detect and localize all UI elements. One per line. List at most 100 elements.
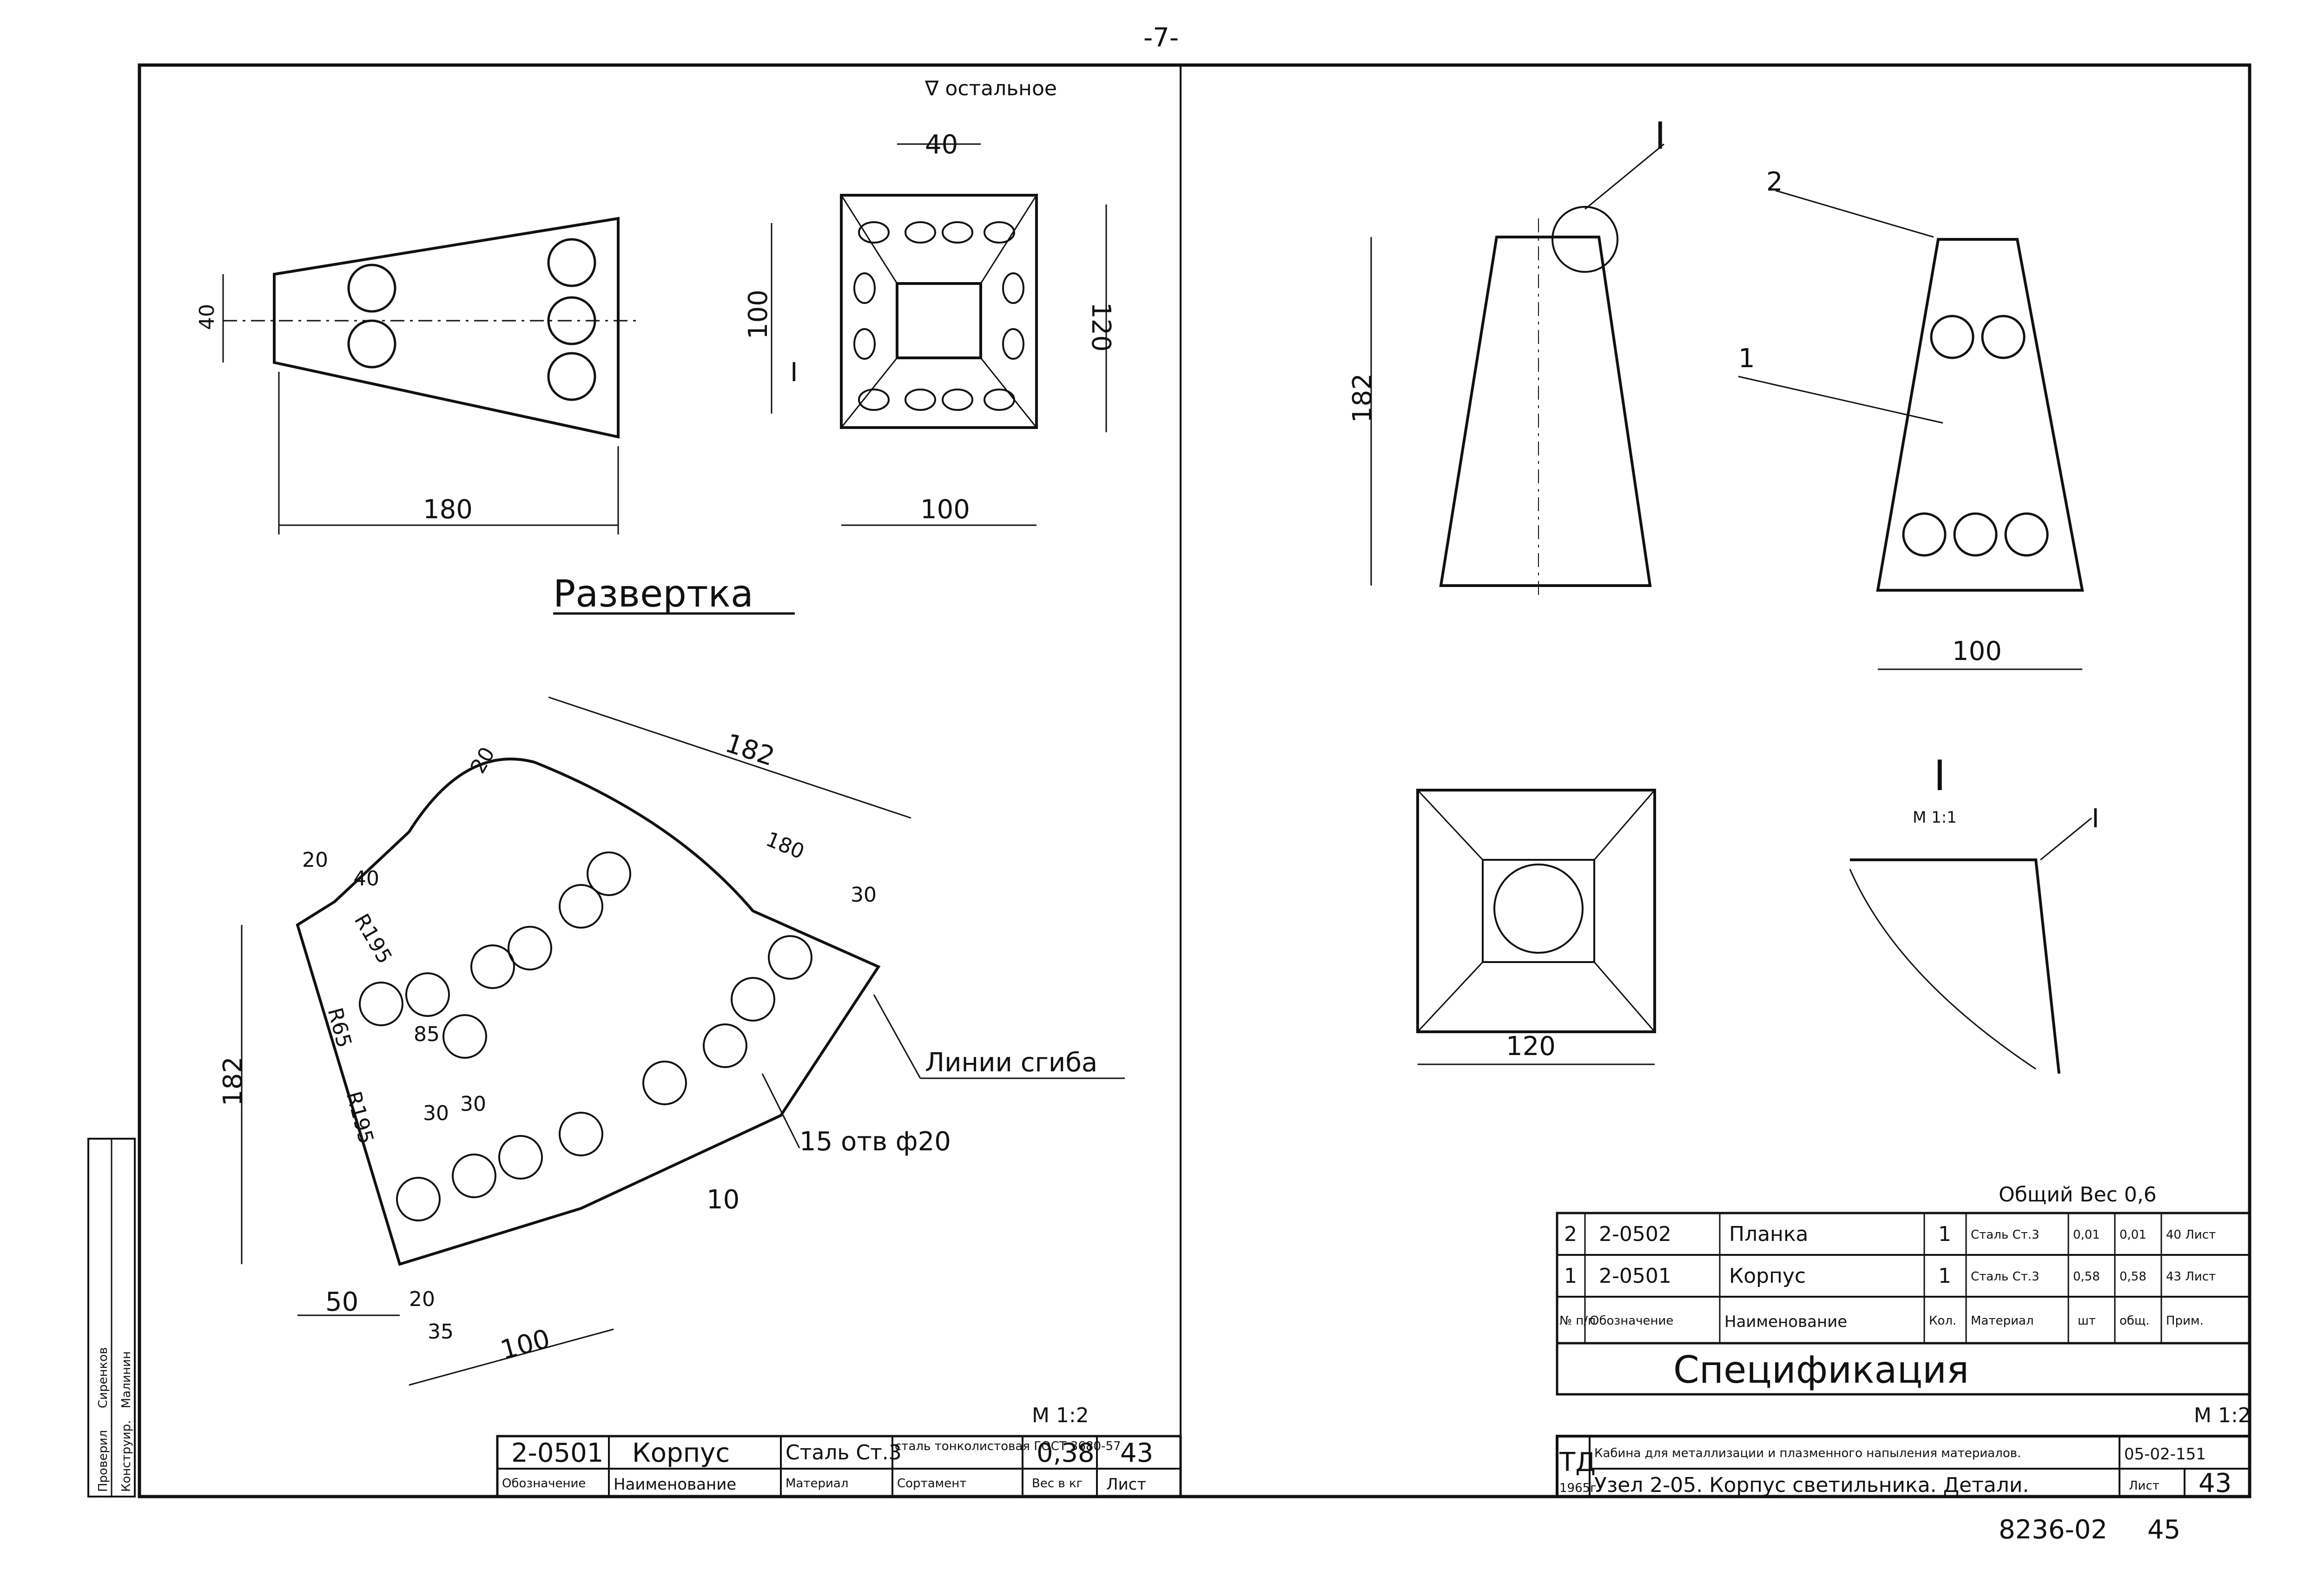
ltb-material: Сталь Ст.3 (786, 1441, 902, 1464)
ltb-h-sortament: Сортамент (897, 1477, 966, 1491)
stamp-row-2: Сиренков (96, 1347, 110, 1409)
spec-r1-qty: 1 (1938, 1222, 1951, 1246)
detail-mark: I (2092, 804, 2100, 834)
detail-title: I (1934, 752, 1946, 800)
flat-dim-100: 100 (497, 1324, 553, 1366)
flat-dim-20-bot: 20 (409, 1287, 435, 1311)
bend-lines-label: Линии сгиба (925, 1048, 1097, 1078)
spec-table: 2 2-0502 Планка 1 Сталь Ст.3 0,01 0,01 4… (1556, 1212, 2251, 1396)
detail-scale: М 1:1 (1913, 808, 1957, 827)
flat-dim-50: 50 (325, 1287, 358, 1317)
front-view: I 182 (1347, 114, 1666, 600)
ltb-h-code: Обозначение (502, 1477, 586, 1491)
surface-note: ∇ остальное (924, 77, 1057, 100)
right-side-dim-width: 100 (1952, 636, 2002, 666)
side-callout-2: 2 (1766, 167, 1783, 197)
bottom-number: 45 (2147, 1515, 2180, 1545)
side-dim-width: 180 (423, 495, 473, 525)
flat-dim-20-top: 20 (466, 743, 500, 778)
ltb-sortament: сталь тонколистовая ГОСТ 3680-57 (895, 1439, 1121, 1453)
rtb-title-2: Узел 2-05. Корпус светильника. Детали. (1594, 1473, 2029, 1497)
spec-r1-name: Планка (1729, 1222, 1808, 1246)
spec-h-n: № п/п (1559, 1314, 1596, 1328)
flat-dim-30-right: 30 (851, 883, 877, 907)
flat-dim-30-b: 30 (460, 1092, 486, 1116)
rtb-code: 05-02-151 (2124, 1445, 2206, 1464)
spec-h-material: Материал (1971, 1314, 2034, 1328)
ltb-weight: 0,38 (1037, 1438, 1095, 1468)
flat-dim-r65: R65 (323, 1005, 357, 1050)
spec-r2-material: Сталь Ст.3 (1971, 1270, 2040, 1284)
spec-r1-code: 2-0502 (1599, 1222, 1671, 1246)
flat-dim-10: 10 (706, 1185, 739, 1215)
spec-r2-name: Корпус (1729, 1264, 1806, 1288)
flat-dim-r195-mid: R195 (342, 1089, 378, 1147)
rtb-title-1: Кабина для металлизации и плазменного на… (1594, 1446, 2021, 1460)
flat-dim-40-left: 40 (353, 867, 379, 891)
ltb-h-weight: Вес в кг (1032, 1477, 1083, 1491)
plan-dim-width: 120 (1506, 1031, 1556, 1062)
sheet-frame (138, 63, 2251, 1498)
top-dim-width: 100 (920, 495, 970, 525)
rtb-sheet: 43 (2199, 1468, 2232, 1498)
total-weight: Общий Вес 0,6 (1999, 1183, 2157, 1207)
flat-dim-180: 180 (763, 827, 808, 864)
right-side-view: 2 1 100 (1738, 167, 2084, 670)
spec-r1-note: 40 Лист (2166, 1228, 2216, 1242)
spec-h-name: Наименование (1724, 1313, 1847, 1331)
top-view: 40 100 120 100 I (743, 130, 1116, 526)
detail-view: I М 1:1 I (1849, 752, 2100, 1074)
flat-dim-30-a: 30 (423, 1102, 449, 1125)
spec-r2-note: 43 Лист (2166, 1270, 2216, 1284)
ltb-h-name: Наименование (614, 1475, 736, 1494)
spec-r2-w2: 0,58 (2119, 1270, 2146, 1284)
rtb-sheet-label: Лист (2129, 1479, 2159, 1493)
left-scale: М 1:2 (1032, 1404, 1089, 1427)
spec-r2-n: 1 (1564, 1264, 1577, 1288)
right-title-block: М 1:2 ТД 1965г. Кабина для металлизации … (1556, 1404, 2251, 1498)
side-dim-height: 40 (195, 304, 219, 330)
spec-r1-n: 2 (1564, 1222, 1577, 1246)
rtb-logo: ТД (1559, 1447, 1596, 1478)
spec-r2-qty: 1 (1938, 1264, 1951, 1288)
flat-dim-182-left: 182 (218, 1056, 248, 1106)
flat-dim-182-top: 182 (722, 728, 779, 772)
spec-h-w1: шт (2078, 1314, 2096, 1328)
right-scale: М 1:2 (2194, 1404, 2251, 1427)
side-view: 180 40 (195, 217, 641, 534)
stamp-row-1: Проверил (96, 1430, 110, 1492)
flat-dim-20-left: 20 (302, 848, 328, 872)
side-callout-1: 1 (1738, 343, 1755, 374)
holes-label: 15 отв ф20 (799, 1127, 951, 1157)
flat-dim-35: 35 (428, 1320, 454, 1344)
top-dim-inner: 100 (743, 290, 773, 339)
ltb-h-material: Материал (786, 1477, 848, 1491)
approval-stamp: Проверил Сиренков Конструир. Малинин (87, 1138, 136, 1497)
ltb-code: 2-0501 (511, 1438, 603, 1468)
spec-title: Спецификация (1673, 1348, 1969, 1392)
top-dim-outer: 120 (1086, 302, 1116, 352)
rtb-year: 1965г. (1559, 1481, 1600, 1495)
spec-r2-code: 2-0501 (1599, 1264, 1671, 1288)
front-mark: I (1655, 114, 1666, 158)
flat-dim-85: 85 (414, 1022, 440, 1046)
bottom-code: 8236-02 (1999, 1515, 2107, 1545)
top-section-mark: I (790, 357, 798, 388)
top-mark: -7- (1143, 23, 1179, 53)
ltb-sheet: 43 (1120, 1438, 1153, 1468)
spec-h-note: Прим. (2166, 1314, 2204, 1328)
spec-r1-material: Сталь Ст.3 (1971, 1228, 2040, 1242)
plan-view: 120 (1416, 789, 1656, 1065)
left-title-block: М 1:2 2-0501 Корпус Сталь Ст.3 сталь тон… (496, 1404, 1182, 1498)
spec-h-qty: Кол. (1929, 1314, 1956, 1328)
spec-h-w2: общ. (2119, 1314, 2150, 1328)
spec-r1-w1: 0,01 (2073, 1228, 2100, 1242)
front-dim-height: 182 (1347, 373, 1378, 423)
ltb-name: Корпус (632, 1438, 730, 1468)
flat-pattern: 182 20 180 30 20 40 R195 R65 R195 85 30 … (218, 696, 1125, 1386)
flat-pattern-title: Развертка (553, 572, 753, 615)
stamp-row-4: Малинин (119, 1351, 133, 1408)
spec-h-code: Обозначение (1590, 1314, 1673, 1328)
top-dim-top: 40 (925, 130, 958, 160)
